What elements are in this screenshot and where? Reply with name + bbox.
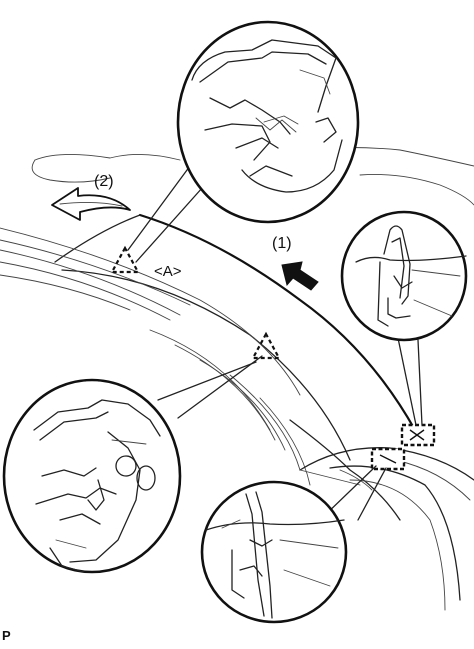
pillar-outline: [0, 213, 417, 521]
step-1-arrow-icon: [281, 261, 319, 291]
step-2-label: (2): [94, 173, 114, 190]
point-a-label: <A>: [154, 263, 182, 280]
detail-view-right-upper: [340, 210, 468, 342]
step-1-label: (1): [272, 235, 292, 252]
clip-marker-b-icon: [251, 331, 281, 360]
clip-box-lower-icon: [370, 447, 406, 471]
corner-code-label: P: [2, 628, 11, 643]
detail-view-top: [176, 20, 360, 224]
detail-view-right-lower: [200, 480, 348, 624]
clip-marker-a-icon: [110, 245, 140, 274]
detail-view-left: [2, 378, 182, 574]
clip-box-upper-icon: [400, 423, 436, 447]
step-2-arrow-icon: [51, 187, 131, 221]
